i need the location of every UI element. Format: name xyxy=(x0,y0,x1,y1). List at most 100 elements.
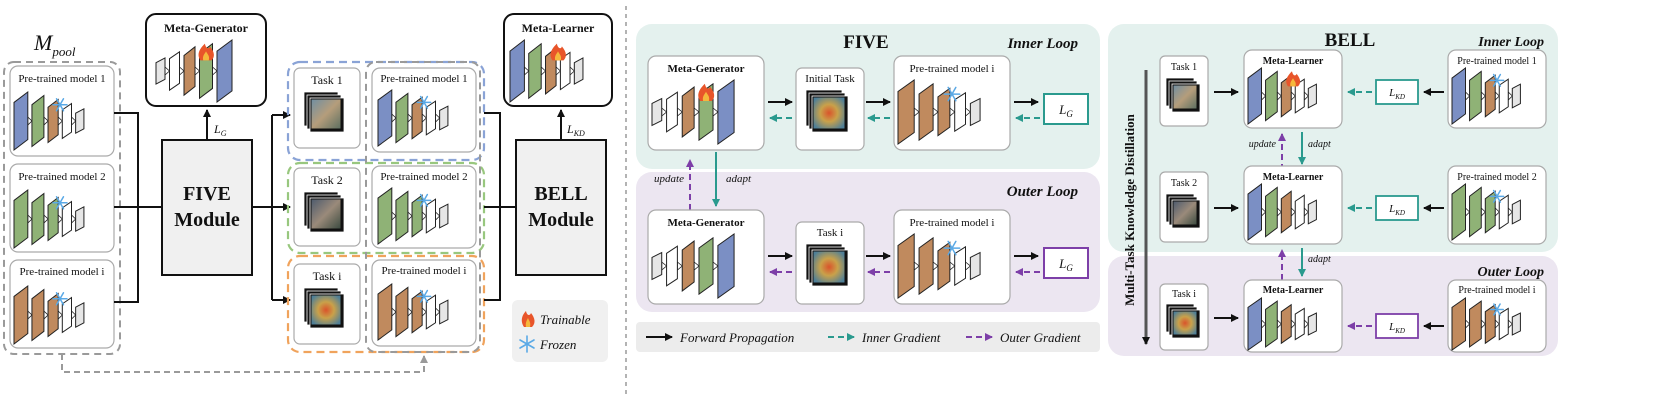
svg-text:Pre-trained model i: Pre-trained model i xyxy=(1458,285,1535,296)
task-image-stack xyxy=(1165,303,1201,339)
svg-text:BELL: BELL xyxy=(534,183,587,205)
fire-icon xyxy=(698,83,715,101)
svg-text:Pre-trained model 2: Pre-trained model 2 xyxy=(18,171,105,183)
svg-text:Module: Module xyxy=(174,209,240,231)
svg-text:Meta-Learner: Meta-Learner xyxy=(1263,285,1324,296)
svg-text:Inner Loop: Inner Loop xyxy=(1477,35,1544,50)
svg-text:Inner Gradient: Inner Gradient xyxy=(861,330,941,345)
pool-feedback-arrow xyxy=(61,354,428,373)
snowflake-icon xyxy=(1489,73,1505,87)
inner-loop-region xyxy=(1108,24,1558,252)
left-panel: Mpool Pre-trained model 1 Pre-trained mo… xyxy=(3,13,613,373)
teacher-pool-container xyxy=(365,61,481,353)
svg-text:Pre-trained model 2: Pre-trained model 2 xyxy=(1457,172,1536,183)
svg-text:Task i: Task i xyxy=(1172,289,1196,300)
generator-icon xyxy=(651,79,735,145)
snowflake-icon xyxy=(52,195,68,210)
network-icon xyxy=(13,90,85,152)
svg-text:Initial Task: Initial Task xyxy=(805,73,855,85)
task-image-stack xyxy=(805,243,849,287)
svg-text:LKD: LKD xyxy=(1388,203,1405,217)
svg-text:Pre-trained model i: Pre-trained model i xyxy=(910,217,995,229)
svg-text:Pre-trained model i: Pre-trained model i xyxy=(910,63,995,75)
svg-text:LG: LG xyxy=(1058,102,1073,119)
svg-text:Meta-Generator: Meta-Generator xyxy=(668,217,745,229)
snowflake-icon xyxy=(943,240,961,256)
svg-text:Pre-trained model 2: Pre-trained model 2 xyxy=(380,171,467,183)
svg-text:Pre-trained model i: Pre-trained model i xyxy=(20,266,105,278)
snowflake-icon xyxy=(416,193,432,207)
svg-text:Inner Loop: Inner Loop xyxy=(1007,36,1079,52)
task-image-stack xyxy=(805,89,849,133)
task-group-i xyxy=(286,254,486,354)
loss-g-box-inner: LG xyxy=(1043,93,1089,125)
network-icon xyxy=(377,187,449,245)
arrow-legend: Forward Propagation Inner Gradient Outer… xyxy=(636,322,1100,352)
right-panel: BELL Inner Loop Outer Loop Multi-Task Kn… xyxy=(1108,24,1558,356)
svg-text:update: update xyxy=(1249,139,1277,150)
network-icon xyxy=(13,284,85,346)
svg-text:Module: Module xyxy=(528,209,594,231)
middle-panel: FIVE Inner Loop Outer Loop Meta-Generato… xyxy=(636,24,1100,352)
five-title: FIVE xyxy=(843,32,888,53)
task-image-stack xyxy=(303,191,345,233)
loss-g-box-outer: LG xyxy=(1043,247,1089,279)
learner-icon xyxy=(1247,67,1317,125)
svg-text:Pre-trained model 1: Pre-trained model 1 xyxy=(1457,56,1536,67)
fire-icon xyxy=(1286,71,1301,87)
pool-connector xyxy=(114,112,162,208)
legend: Trainable Frozen xyxy=(512,300,608,362)
task-image-stack xyxy=(303,287,345,329)
svg-text:FIVE: FIVE xyxy=(183,183,231,205)
fire-icon xyxy=(521,311,535,327)
svg-text:LKD: LKD xyxy=(1388,321,1405,335)
network-icon xyxy=(897,233,981,299)
svg-text:Task 2: Task 2 xyxy=(311,173,343,187)
svg-text:Meta-Generator: Meta-Generator xyxy=(164,21,249,35)
svg-text:Pre-trained model 1: Pre-trained model 1 xyxy=(18,73,105,85)
svg-text:Multi-Task Knowledge Distillat: Multi-Task Knowledge Distillation xyxy=(1122,113,1137,305)
svg-text:adapt: adapt xyxy=(1308,139,1331,150)
task-group-1 xyxy=(286,60,486,162)
snowflake-icon xyxy=(943,86,961,102)
snowflake-icon xyxy=(1489,189,1505,203)
svg-text:Trainable: Trainable xyxy=(540,312,591,327)
bell-module: BELL Module xyxy=(515,139,607,276)
generator-icon xyxy=(651,233,735,299)
learner-icon xyxy=(1247,183,1317,241)
network-icon xyxy=(897,79,981,145)
snowflake-icon xyxy=(52,291,68,306)
learner-icon xyxy=(509,38,584,104)
svg-text:Outer Gradient: Outer Gradient xyxy=(1000,330,1081,345)
generator-icon xyxy=(155,39,233,103)
svg-text:Meta-Learner: Meta-Learner xyxy=(522,21,595,35)
snowflake-icon xyxy=(519,335,535,353)
svg-text:Task 1: Task 1 xyxy=(1171,62,1197,73)
svg-text:Task i: Task i xyxy=(817,227,843,239)
network-icon xyxy=(1451,183,1521,241)
bell-title: BELL xyxy=(1325,30,1376,51)
svg-text:LG: LG xyxy=(1058,256,1073,273)
network-icon xyxy=(13,188,85,250)
loss-kd: LKD xyxy=(566,122,585,138)
svg-text:Outer Loop: Outer Loop xyxy=(1478,265,1545,280)
snowflake-icon xyxy=(416,95,432,109)
loss-g: LG xyxy=(213,122,227,138)
svg-text:Forward Propagation: Forward Propagation xyxy=(679,330,794,345)
svg-text:Task 1: Task 1 xyxy=(311,73,343,87)
bell-row-2: Task 2 Meta-Learner LKD Pre-trained mode… xyxy=(1159,165,1547,245)
fire-icon xyxy=(198,43,214,61)
network-icon xyxy=(377,283,449,341)
fire-icon xyxy=(550,43,566,61)
snowflake-icon xyxy=(52,97,68,112)
svg-text:adapt: adapt xyxy=(1308,254,1331,265)
task-image-stack xyxy=(1165,193,1201,229)
pool-label: Mpool xyxy=(33,30,76,59)
svg-text:Meta-Generator: Meta-Generator xyxy=(668,63,745,75)
task-image-stack xyxy=(303,91,345,133)
svg-text:adapt: adapt xyxy=(726,173,752,185)
task-image-stack xyxy=(1165,77,1201,113)
network-icon xyxy=(1451,67,1521,125)
